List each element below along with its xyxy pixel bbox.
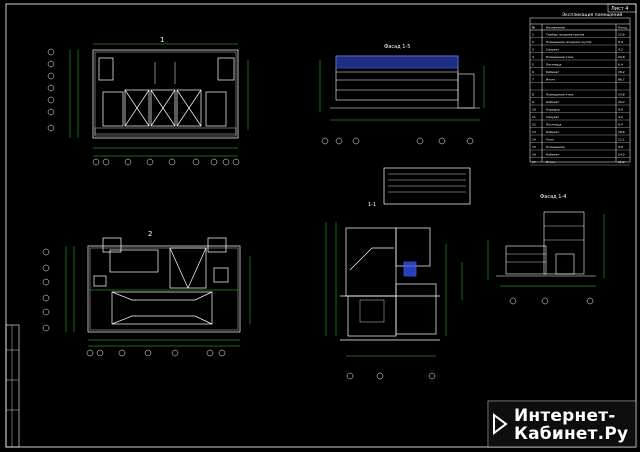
facade-right-dimensions xyxy=(487,214,605,287)
spec-cell: Кабинет xyxy=(546,130,560,134)
spec-cell: 9 xyxy=(532,100,534,104)
spec-cell: 6,4 xyxy=(618,123,623,127)
spec-cell: 12,1 xyxy=(618,138,625,142)
spec-cell: Кабинет xyxy=(546,70,560,74)
spec-cell: Помещения xyxy=(546,145,565,149)
section-label: 1-1 xyxy=(368,202,376,208)
spec-cell: Кабинет xyxy=(546,153,560,157)
watermark-line2: Кабинет.Ру xyxy=(514,424,629,444)
spec-cell: Санузел xyxy=(546,48,559,52)
spec-cell: 11,2 xyxy=(618,160,625,164)
title-block xyxy=(487,400,637,448)
facade-top: Фасад 1-5 xyxy=(330,44,480,109)
spec-cell: 6,4 xyxy=(618,63,623,67)
facade-top-axis-markers xyxy=(321,137,474,145)
spec-cell: 18,6 xyxy=(618,130,625,134)
spec-cell: 5 xyxy=(532,63,534,67)
spec-header-cell: № xyxy=(532,26,535,30)
spec-cell: Холл xyxy=(546,138,554,142)
plan-bottom-axis-markers xyxy=(42,248,226,357)
spec-cell: Помещения этаж xyxy=(546,55,574,59)
sheet-number: Лист 4 xyxy=(611,6,628,12)
spec-cell: 4,2 xyxy=(618,48,623,52)
spec-cell: 7 xyxy=(532,78,534,82)
binding-strip xyxy=(5,324,20,448)
spec-cell: 9,8 xyxy=(618,145,623,149)
spec-table-title: Экспликация помещений xyxy=(562,11,622,18)
spec-cell: 15 xyxy=(532,145,536,149)
spec-cell: 1 xyxy=(532,33,534,37)
facade-right-label: Фасад 1-4 xyxy=(540,194,566,200)
spec-cell: 8,4 xyxy=(618,40,623,44)
spec-cell: 6 xyxy=(532,70,534,74)
watermark-logo-icon xyxy=(493,413,508,435)
spec-cell: 14,2 xyxy=(618,153,625,157)
facade-top-dimensions xyxy=(319,60,485,121)
spec-cell: 18,2 xyxy=(618,70,625,74)
facade-right-axis-markers xyxy=(509,297,594,305)
spec-cell: 8 xyxy=(532,93,534,97)
spec-cell: 24,8 xyxy=(618,55,625,59)
spec-cell: Лестница xyxy=(546,123,561,127)
plan-bottom: 2 xyxy=(87,230,241,333)
spec-cell: 12 xyxy=(532,123,536,127)
plan-top-axis-markers xyxy=(47,48,240,166)
spec-cell: 10 xyxy=(532,108,536,112)
plan-top-dimensions xyxy=(69,43,249,157)
spec-cell: 12,6 xyxy=(618,33,625,37)
spec-cell: 8,6 xyxy=(618,108,623,112)
spec-cell: Тамбур, входная группа xyxy=(545,33,585,37)
spec-cell: Итого xyxy=(546,160,555,164)
spec-cell: 4 xyxy=(532,55,534,59)
spec-cell: 13 xyxy=(532,130,536,134)
spec-cell: 17 xyxy=(532,160,536,164)
spec-cell: 16 xyxy=(532,153,536,157)
spec-header-cell: Площ. xyxy=(618,26,628,30)
spec-cell: Лестница xyxy=(546,63,561,67)
spec-cell: Коридор xyxy=(546,108,560,112)
spec-header-cell: Назначение xyxy=(546,26,565,30)
section-axis-markers xyxy=(346,372,436,380)
plan-bottom-dimensions xyxy=(65,246,251,347)
spec-cell: Санузел xyxy=(546,115,559,119)
spec-cell: 14 xyxy=(532,138,536,142)
spec-cell: 86,7 xyxy=(618,78,625,82)
spec-cell: 16,2 xyxy=(618,100,625,104)
spec-cell: Кабинет xyxy=(546,100,560,104)
spec-cell: 2 xyxy=(532,40,534,44)
spec-cell: Помещения этаж xyxy=(546,93,574,97)
spec-cell: 14,6 xyxy=(618,93,625,97)
spec-cell: Итого xyxy=(546,78,555,82)
spec-cell: 11 xyxy=(532,115,536,119)
plan-top: 1 xyxy=(92,36,239,139)
facade-right: Фасад 1-4 xyxy=(496,194,596,277)
spec-cell: 4,2 xyxy=(618,115,623,119)
facade-top-label: Фасад 1-5 xyxy=(384,44,410,50)
watermark-line1: Интернет- xyxy=(514,406,616,426)
watermark-stamp: Интернет- Кабинет.Ру xyxy=(488,401,638,447)
plan-bottom-label: 2 xyxy=(148,230,152,238)
section-drawing: 1-1 xyxy=(340,167,471,341)
plan-top-label: 1 xyxy=(160,36,164,44)
sheet-frame xyxy=(5,3,637,448)
spec-cell: 3 xyxy=(532,48,534,52)
spec-cell: Помещения, входная группа xyxy=(546,40,592,44)
spec-table-rows: № Назначение Площ. 1 Тамбур, входная группа 1… xyxy=(530,26,630,166)
section-dimensions xyxy=(325,222,463,357)
